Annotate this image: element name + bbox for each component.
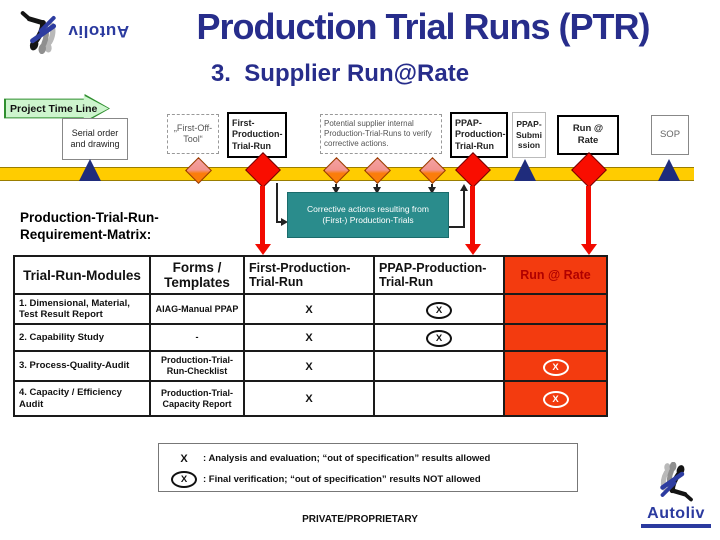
project-timeline-label: Project Time Line [10,102,98,115]
row3-module: 3. Process-Quality-Audit [13,350,151,382]
diamond-marker-internal-run-2 [364,157,391,184]
red-arrowhead-first-production [255,244,271,255]
table-row: 3. Process-Quality-Audit Production-Tria… [13,350,608,382]
stub-line-3 [431,184,433,189]
triangle-marker-serial [79,159,101,181]
red-diamond-first-production-trial-run [245,152,281,188]
autoliv-wordmark: Autoliv [647,505,705,522]
legend-x-text: : Analysis and evaluation; “out of speci… [203,453,491,464]
row3-ppap-mark [373,350,505,382]
row2-ppap-mark: X [373,323,505,352]
header-run-at-rate: Run @ Rate [503,255,608,295]
red-arrow-run-at-rate [586,186,591,245]
red-arrowhead-run-at-rate [581,244,597,255]
diamond-marker-first-off-tool [185,157,212,184]
connector-down-line [276,183,278,223]
autoliv-logo-bottom-right: Autoliv [636,462,716,528]
row1-form: AIAG-Manual PPAP [149,293,245,325]
stub-line-1 [335,184,337,189]
diamond-marker-internal-run-1 [323,157,350,184]
row2-form: - [149,323,245,352]
box-sop: SOP [651,115,689,155]
legend-circled-x-text: : Final verification; “out of specificat… [203,474,481,485]
legend-item-circled-x: X : Final verification; “out of specific… [171,469,577,490]
row4-ppap-mark [373,380,505,417]
table-row: 2. Capability Study - X X [13,323,608,352]
row1-module: 1. Dimensional, Material, Test Result Re… [13,293,151,325]
header-first-production-trial-run: First-Production-Trial-Run [243,255,375,295]
row3-fptr-mark: X [243,350,375,382]
stub-arrowhead-3-icon [428,187,436,194]
row4-rar-mark: X [503,380,608,417]
arrow-shape-fill [5,95,109,122]
row3-rar-mark: X [503,350,608,382]
legend-box: X : Analysis and evaluation; “out of spe… [158,443,578,492]
table-row: 1. Dimensional, Material, Test Result Re… [13,293,608,325]
box-potential-supplier-runs: Potential supplier internal Production-T… [320,114,442,154]
header-forms-templates: Forms / Templates [149,255,245,295]
matrix-label: Production-Trial-Run- Requirement-Matrix… [20,210,159,242]
autoliv-figure-icon [660,462,693,502]
row2-rar-mark [503,323,608,352]
slide-subtitle: 3. Supplier Run@Rate [210,60,470,87]
stub-arrowhead-1-icon [332,187,340,194]
autoliv-wordmark: Autoliv [67,22,130,41]
row3-form: Production-Trial-Run-Checklist [149,350,245,382]
table-row: 4. Capacity / Efficiency Audit Productio… [13,380,608,417]
red-arrow-ppap-production [470,186,475,245]
box-first-production-trial-run: First-Production-Trial-Run [227,112,287,158]
autoliv-logo-rotated: Autoliv [2,0,140,62]
red-arrow-first-production [260,186,265,245]
row2-module: 2. Capability Study [13,323,151,352]
row1-ppap-mark: X [373,293,505,325]
corrective-actions-note: Corrective actions resulting from (First… [287,192,449,238]
box-ppap-submission: PPAP-Submission [512,112,546,158]
header-ppap-production-trial-run: PPAP-Production-Trial-Run [373,255,505,295]
legend-x-symbol: X [180,452,188,465]
legend-item-x: X : Analysis and evaluation; “out of spe… [171,448,577,469]
red-diamond-ppap-production-trial-run [455,152,491,188]
row4-module: 4. Capacity / Efficiency Audit [13,380,151,417]
return-arrowhead-up-icon [460,184,468,191]
table-header-row: Trial-Run-Modules Forms / Templates Firs… [13,255,608,295]
diamond-marker-internal-run-3 [419,157,446,184]
footer-classification: PRIVATE/PROPRIETARY [302,514,418,525]
triangle-marker-sop [658,159,680,181]
box-run-at-rate: Run @ Rate [557,115,619,155]
row4-fptr-mark: X [243,380,375,417]
slide-title: Production Trial Runs (PTR) [196,6,650,47]
red-arrowhead-ppap-production [465,244,481,255]
autoliv-figure-icon [20,11,57,54]
requirement-matrix-table: Trial-Run-Modules Forms / Templates Firs… [13,255,608,417]
legend-circled-x-symbol: X [171,471,197,488]
row2-fptr-mark: X [243,323,375,352]
stub-line-2 [376,184,378,189]
red-diamond-run-at-rate [571,152,607,188]
return-horizontal-line [449,226,465,228]
row1-fptr-mark: X [243,293,375,325]
stub-arrowhead-2-icon [373,187,381,194]
return-up-line [463,190,465,228]
connector-horizontal-line [276,221,282,223]
row1-rar-mark [503,293,608,325]
triangle-marker-ppap-submission [514,159,536,181]
box-first-off-tool: „First-Off-Tool“ [167,114,219,154]
project-timeline-arrow: Project Time Line [4,94,110,123]
autoliv-underline [641,524,711,528]
connector-arrowhead-right-icon [281,218,288,226]
header-trial-run-modules: Trial-Run-Modules [13,255,151,295]
box-ppap-production-trial-run: PPAP-Production-Trial-Run [450,112,508,158]
box-serial-order: Serial order and drawing [62,118,128,160]
row4-form: Production-Trial-Capacity Report [149,380,245,417]
